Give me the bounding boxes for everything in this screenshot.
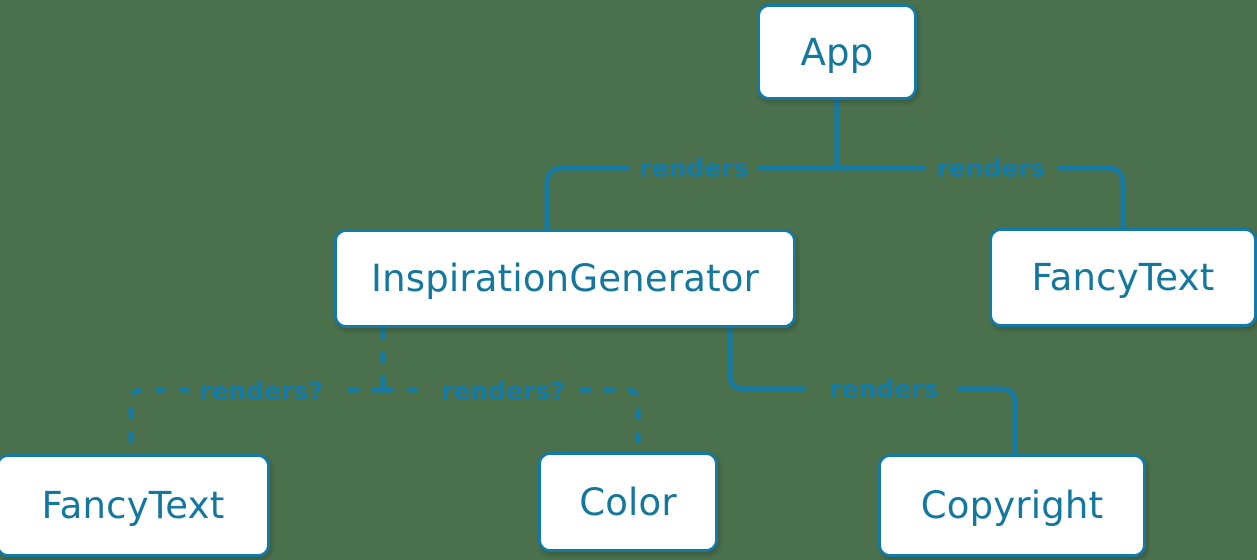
node-fancytext-bottom-left[interactable]: FancyText bbox=[0, 454, 270, 557]
node-copyright-label: Copyright bbox=[920, 484, 1104, 527]
node-app[interactable]: App bbox=[757, 4, 917, 100]
edge-label-inspirationgenerator-color: renders? bbox=[441, 376, 565, 406]
node-inspirationgenerator[interactable]: InspirationGenerator bbox=[334, 229, 796, 328]
node-copyright[interactable]: Copyright bbox=[878, 454, 1146, 557]
edge-label-inspirationgenerator-copyright: renders bbox=[829, 374, 939, 404]
edge-label-inspirationgenerator-fancytext: renders? bbox=[199, 376, 323, 406]
node-color-label: Color bbox=[579, 480, 677, 524]
node-inspirationgenerator-label: InspirationGenerator bbox=[370, 257, 760, 300]
edge-label-app-fancytext: renders bbox=[936, 153, 1046, 183]
node-color[interactable]: Color bbox=[538, 452, 718, 552]
node-app-label: App bbox=[800, 30, 874, 74]
node-fancytext-bottom-left-label: FancyText bbox=[41, 484, 225, 527]
edge-label-app-inspirationgenerator: renders bbox=[639, 153, 749, 183]
node-fancytext-right[interactable]: FancyText bbox=[989, 228, 1257, 327]
node-fancytext-right-label: FancyText bbox=[1031, 256, 1215, 299]
